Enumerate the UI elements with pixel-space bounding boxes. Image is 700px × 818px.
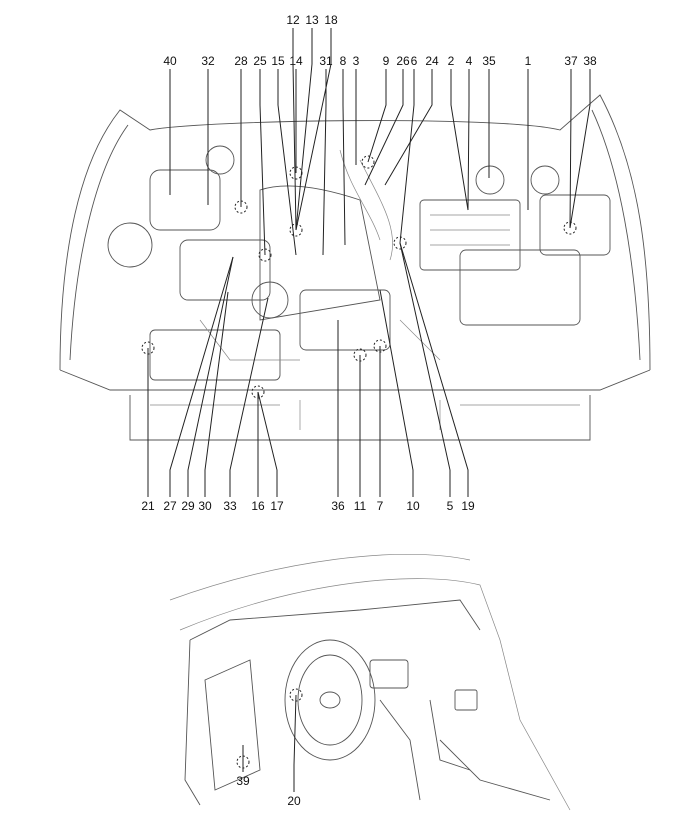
location-marker (353, 348, 367, 362)
callout-label: 38 (583, 54, 597, 68)
callout-label: 8 (340, 54, 347, 68)
location-marker (289, 166, 303, 180)
leader-line (204, 291, 229, 497)
location-marker (289, 688, 303, 702)
callout-label: 26 (396, 54, 410, 68)
callout-label: 37 (564, 54, 578, 68)
callout-label: 39 (236, 774, 250, 788)
callout-label: 21 (141, 499, 155, 513)
callout-label: 6 (411, 54, 418, 68)
location-marker (289, 223, 303, 237)
callout-label: 13 (305, 13, 319, 27)
leader-line (379, 289, 414, 497)
callout-label: 19 (461, 499, 475, 513)
leader-line (450, 69, 469, 211)
location-marker (373, 339, 387, 353)
location-marker (141, 341, 155, 355)
leader-line (259, 69, 266, 256)
callout-label: 5 (447, 499, 454, 513)
leader-line (322, 69, 327, 256)
callout-label: 1 (525, 54, 532, 68)
callout-label: 15 (271, 54, 285, 68)
callout-label: 29 (181, 499, 195, 513)
leader-line (399, 242, 451, 497)
callout-label: 11 (354, 499, 367, 513)
callout-label: 28 (234, 54, 248, 68)
location-marker (234, 200, 248, 214)
callout-label: 18 (324, 13, 338, 27)
leader-line (399, 69, 415, 244)
leader-line (364, 69, 404, 186)
callout-label: 36 (331, 499, 345, 513)
callout-label: 33 (223, 499, 237, 513)
leader-line (467, 69, 470, 211)
callout-label: 27 (163, 499, 177, 513)
callout-label: 9 (383, 54, 390, 68)
leader-line (257, 391, 278, 497)
callout-label: 32 (201, 54, 215, 68)
leader-line (187, 256, 234, 497)
leader-line (569, 69, 591, 229)
leader-line (367, 69, 387, 163)
leader-line (342, 69, 346, 246)
callout-label: 35 (482, 54, 496, 68)
leader-line (229, 297, 269, 497)
callout-label: 14 (289, 54, 303, 68)
callout-label: 4 (466, 54, 473, 68)
location-marker (251, 385, 265, 399)
callout-label: 25 (253, 54, 267, 68)
callout-label: 30 (198, 499, 212, 513)
callout-label: 10 (406, 499, 420, 513)
leader-line (292, 28, 297, 231)
location-marker (393, 236, 407, 250)
leader-line (277, 69, 297, 256)
leader-line (569, 69, 572, 229)
callout-label: 31 (319, 54, 333, 68)
callout-label: 12 (286, 13, 300, 27)
leader-line (293, 694, 297, 792)
callout-label: 7 (377, 499, 384, 513)
interior-drawing (169, 553, 571, 811)
location-marker (361, 155, 375, 169)
leader-line (169, 256, 234, 497)
leader-line (295, 28, 313, 231)
callout-label: 2 (448, 54, 455, 68)
callout-label: 17 (270, 499, 284, 513)
callout-label: 24 (425, 54, 439, 68)
location-marker (258, 248, 272, 262)
location-marker (236, 755, 250, 769)
callout-label: 20 (287, 794, 301, 808)
leader-line (295, 28, 332, 231)
leader-line (399, 242, 469, 497)
callout-label: 3 (353, 54, 360, 68)
callout-label: 40 (163, 54, 177, 68)
leader-line (384, 69, 433, 186)
location-marker (563, 221, 577, 235)
callout-label: 16 (251, 499, 265, 513)
